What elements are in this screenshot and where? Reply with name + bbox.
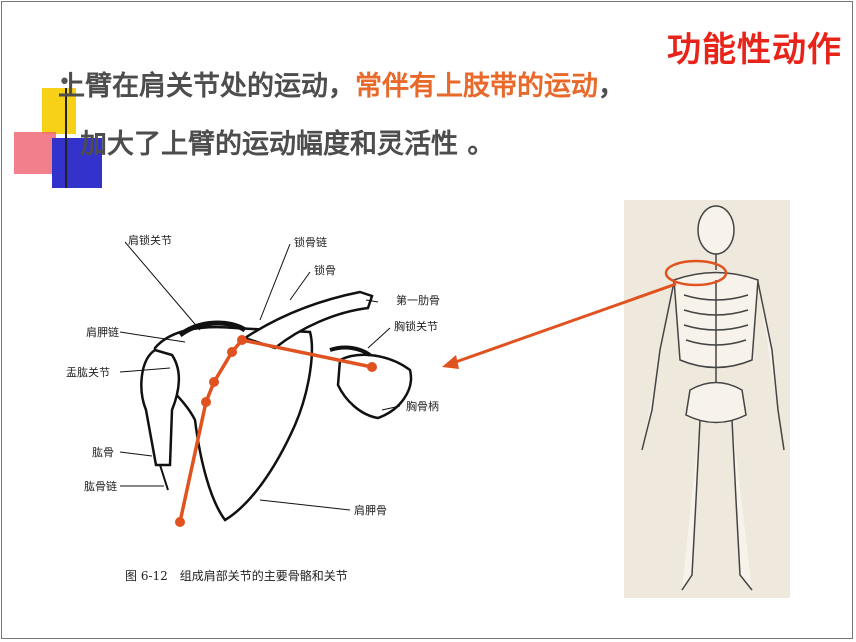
label-scapula: 肩胛骨 <box>354 503 387 517</box>
label-clavicle: 锁骨 <box>314 263 336 277</box>
label-humerus: 肱骨 <box>92 445 114 459</box>
label-first-rib: 第一肋骨 <box>396 293 440 307</box>
clavicle-shape <box>242 290 374 350</box>
skeleton-illustration <box>624 200 790 598</box>
shoulder-anatomy-diagram: 肩锁关节 锁骨链 锁骨 第一肋骨 肩胛链 胸锁关节 盂肱关节 胸骨柄 肱骨 肱骨… <box>66 233 440 522</box>
label-humerus-chain: 肱骨链 <box>84 479 117 493</box>
label-clavicle-chain: 锁骨链 <box>294 235 327 249</box>
label-sternoclavicular: 胸锁关节 <box>394 319 438 333</box>
manubrium-shape <box>336 353 413 420</box>
bullet-line-1: 上臂在肩关节处的运动，常伴有上肢带的运动， <box>58 64 625 103</box>
bullet-text-highlight: 常伴有上肢带的运动 <box>355 71 598 102</box>
figure-caption: 图 6-12 组成肩部关节的主要骨骼和关节 <box>125 569 348 583</box>
label-scapula-chain: 肩胛链 <box>86 325 119 339</box>
scapula-shape <box>153 325 314 522</box>
bullet-line-2: 加大了上臂的运动幅度和灵活性 。 <box>80 129 495 160</box>
bullet-text-part3: ， <box>598 71 625 102</box>
slide-title: 功能性动作 <box>667 30 842 70</box>
skeleton-drawing <box>641 205 785 591</box>
label-manubrium: 胸骨柄 <box>406 399 439 413</box>
humerus-shape <box>140 348 180 467</box>
decorative-blocks <box>14 88 102 188</box>
bullet-dot: • <box>58 70 71 95</box>
bullet-text-part1: 上臂在肩关节处的运动， <box>58 71 355 102</box>
label-glenohumeral: 盂肱关节 <box>66 365 110 379</box>
label-acromioclavicular: 肩锁关节 <box>128 233 172 247</box>
